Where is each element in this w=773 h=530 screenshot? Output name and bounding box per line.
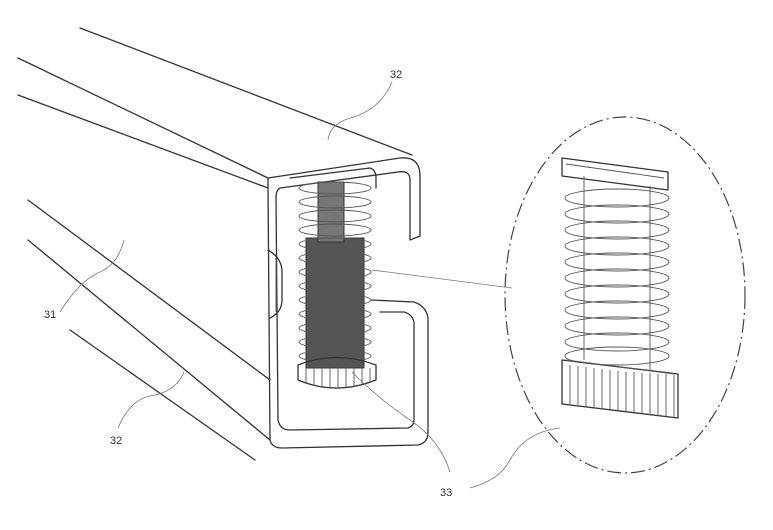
label-33: 33 [440,487,452,499]
leader-lines [59,81,561,489]
detail-callout [371,116,746,474]
spring-assembly-in-profile [297,181,377,389]
label-32-top: 32 [390,69,402,81]
enlarged-spring [561,157,679,419]
label-31: 31 [44,309,56,321]
rail-profile [17,27,429,461]
label-32-bottom: 32 [110,435,122,447]
